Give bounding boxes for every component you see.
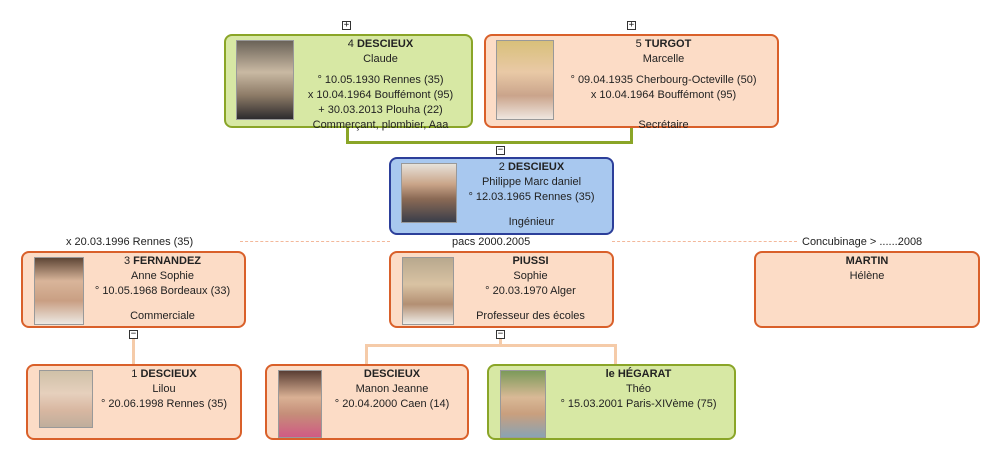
union-line-left <box>240 241 390 242</box>
person-line: ° 10.05.1930 Rennes (35) <box>317 74 444 86</box>
portrait-photo <box>39 370 93 428</box>
person-surname: PIUSSI <box>512 255 549 267</box>
person-surname: DESCIEUX <box>507 161 565 173</box>
person-card-lilou-descieux[interactable]: 1 DESCIEUX Lilou ° 20.06.1998 Rennes (35… <box>26 364 242 440</box>
parents-connector-left <box>346 126 349 142</box>
union-label-fernandez: x 20.03.1996 Rennes (35) <box>66 236 194 248</box>
person-card-theo-le-hegarat[interactable]: le HÉGARAT Théo ° 15.03.2001 Paris-XIVèm… <box>487 364 736 440</box>
person-given-name: Marcelle <box>642 53 685 65</box>
portrait-photo <box>34 257 84 325</box>
children-connector-mid-bar <box>365 344 617 347</box>
person-given-name: Sophie <box>513 270 548 282</box>
person-line: ° 20.04.2000 Caen (14) <box>334 398 450 410</box>
person-number: 4 <box>347 38 354 50</box>
portrait-photo <box>236 40 294 120</box>
person-card-philippe-descieux[interactable]: 2 DESCIEUX Philippe Marc daniel ° 12.03.… <box>389 157 614 235</box>
person-surname: MARTIN <box>845 255 889 267</box>
person-given-name: Anne Sophie <box>131 270 194 282</box>
portrait-photo <box>401 163 457 223</box>
person-number: 5 <box>635 38 642 50</box>
person-occupation: Commerçant, plombier, Aaa <box>312 119 449 131</box>
children-connector-mid-left <box>365 344 368 366</box>
person-number: 2 <box>498 161 505 173</box>
person-line: ° 10.05.1968 Bordeaux (33) <box>94 285 231 297</box>
person-card-marcelle-turgot[interactable]: 5 TURGOT Marcelle ° 09.04.1935 Cherbourg… <box>484 34 779 131</box>
children-connector-mid-right <box>614 344 617 366</box>
person-surname: DESCIEUX <box>140 368 197 380</box>
person-number: 3 <box>123 255 131 267</box>
person-occupation: Professeur des écoles <box>476 310 585 322</box>
union-label-martin: Concubinage > ......2008 <box>802 236 923 248</box>
person-card-manon-jeanne-descieux[interactable]: DESCIEUX Manon Jeanne ° 20.04.2000 Caen … <box>265 364 469 440</box>
person-line: x 10.04.1964 Bouffémont (95) <box>590 89 737 101</box>
person-line: ° 12.03.1965 Rennes (35) <box>468 191 595 203</box>
person-card-helene-martin[interactable]: MARTIN Hélène <box>754 251 980 328</box>
expand-mother-toggle[interactable]: + <box>627 20 636 30</box>
portrait-photo <box>402 257 454 325</box>
person-given-name: Manon Jeanne <box>355 383 429 395</box>
person-surname: le HÉGARAT <box>605 368 672 380</box>
collapse-parents-toggle[interactable]: − <box>496 145 505 155</box>
children-connector-stem <box>499 334 502 346</box>
person-given-name: Lilou <box>152 383 176 395</box>
parents-connector-bar <box>346 141 633 144</box>
person-given-name: Claude <box>363 53 398 65</box>
person-card-claude-descieux[interactable]: 4 DESCIEUX Claude ° 10.05.1930 Rennes (3… <box>224 34 473 131</box>
person-number: 1 <box>131 368 138 380</box>
portrait-photo <box>500 370 546 438</box>
person-card-sophie-piussi[interactable]: PIUSSI Sophie ° 20.03.1970 Alger Profess… <box>389 251 614 328</box>
portrait-photo <box>278 370 322 438</box>
union-label-piussi: pacs 2000.2005 <box>452 236 531 248</box>
person-line: ° 09.04.1935 Cherbourg-Octeville (50) <box>570 74 757 86</box>
person-surname: FERNANDEZ <box>133 255 202 267</box>
person-surname: DESCIEUX <box>363 368 421 380</box>
person-surname: DESCIEUX <box>356 38 414 50</box>
portrait-photo <box>496 40 554 120</box>
person-line: ° 15.03.2001 Paris-XIVème (75) <box>560 398 717 410</box>
person-given-name: Hélène <box>849 270 885 282</box>
expand-father-toggle[interactable]: + <box>342 20 351 30</box>
person-line: x 10.04.1964 Bouffémont (95) <box>307 89 454 101</box>
person-occupation: Ingénieur <box>508 216 555 228</box>
person-line: ° 20.03.1970 Alger <box>485 285 576 297</box>
person-occupation: Commerciale <box>130 310 195 322</box>
union-line-right <box>612 241 797 242</box>
person-line: + 30.03.2013 Plouha (22) <box>318 104 443 116</box>
person-card-anne-sophie-fernandez[interactable]: 3 FERNANDEZ Anne Sophie ° 10.05.1968 Bor… <box>21 251 246 328</box>
person-line: ° 20.06.1998 Rennes (35) <box>100 398 228 410</box>
person-occupation: Secrétaire <box>638 119 689 131</box>
person-given-name: Philippe Marc daniel <box>481 176 582 188</box>
collapse-children-fernandez-toggle[interactable]: − <box>129 329 138 339</box>
children-connector-left <box>132 338 135 366</box>
person-surname: TURGOT <box>644 38 692 50</box>
collapse-children-piussi-toggle[interactable]: − <box>496 329 505 339</box>
parents-connector-right <box>630 126 633 142</box>
person-given-name: Théo <box>625 383 652 395</box>
